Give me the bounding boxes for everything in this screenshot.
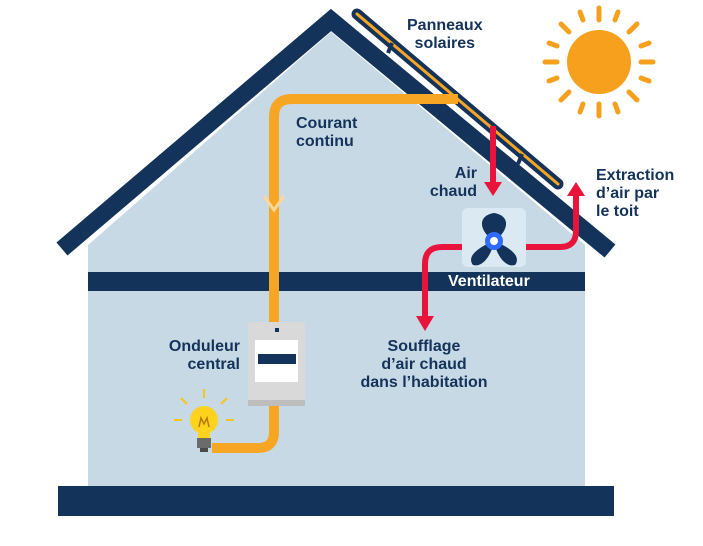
inverter-icon bbox=[248, 322, 305, 406]
dc-current-arrow bbox=[262, 195, 286, 213]
air-blowing-label: Soufflage d’air chaud dans l’habitation bbox=[360, 338, 488, 391]
air-blow-arrow-down bbox=[416, 316, 434, 331]
sun-icon bbox=[542, 5, 656, 119]
floor-divider bbox=[88, 272, 585, 291]
direct-current-label: Courant continu bbox=[296, 115, 358, 150]
fan-icon bbox=[462, 208, 526, 267]
roof-extraction-label: Extraction d’air par le toit bbox=[596, 167, 675, 220]
hot-air-duct-out-left bbox=[422, 244, 470, 318]
hot-air-duct-out-right bbox=[516, 194, 579, 250]
light-bulb-icon bbox=[174, 389, 234, 452]
ventilator-label: Ventilateur bbox=[448, 273, 530, 290]
roof-extraction-arrow-up bbox=[567, 182, 585, 196]
solar-panels-label: Panneaux solaires bbox=[407, 17, 483, 52]
dc-current-wire bbox=[269, 94, 458, 323]
house-base bbox=[58, 486, 614, 516]
central-inverter-label: Onduleur central bbox=[168, 338, 240, 373]
house-wall bbox=[88, 32, 585, 488]
ac-current-wire bbox=[212, 400, 279, 453]
house-roof bbox=[56, 8, 616, 258]
hot-air-label: Air chaud bbox=[429, 165, 477, 200]
hot-air-arrow-down bbox=[484, 182, 502, 196]
